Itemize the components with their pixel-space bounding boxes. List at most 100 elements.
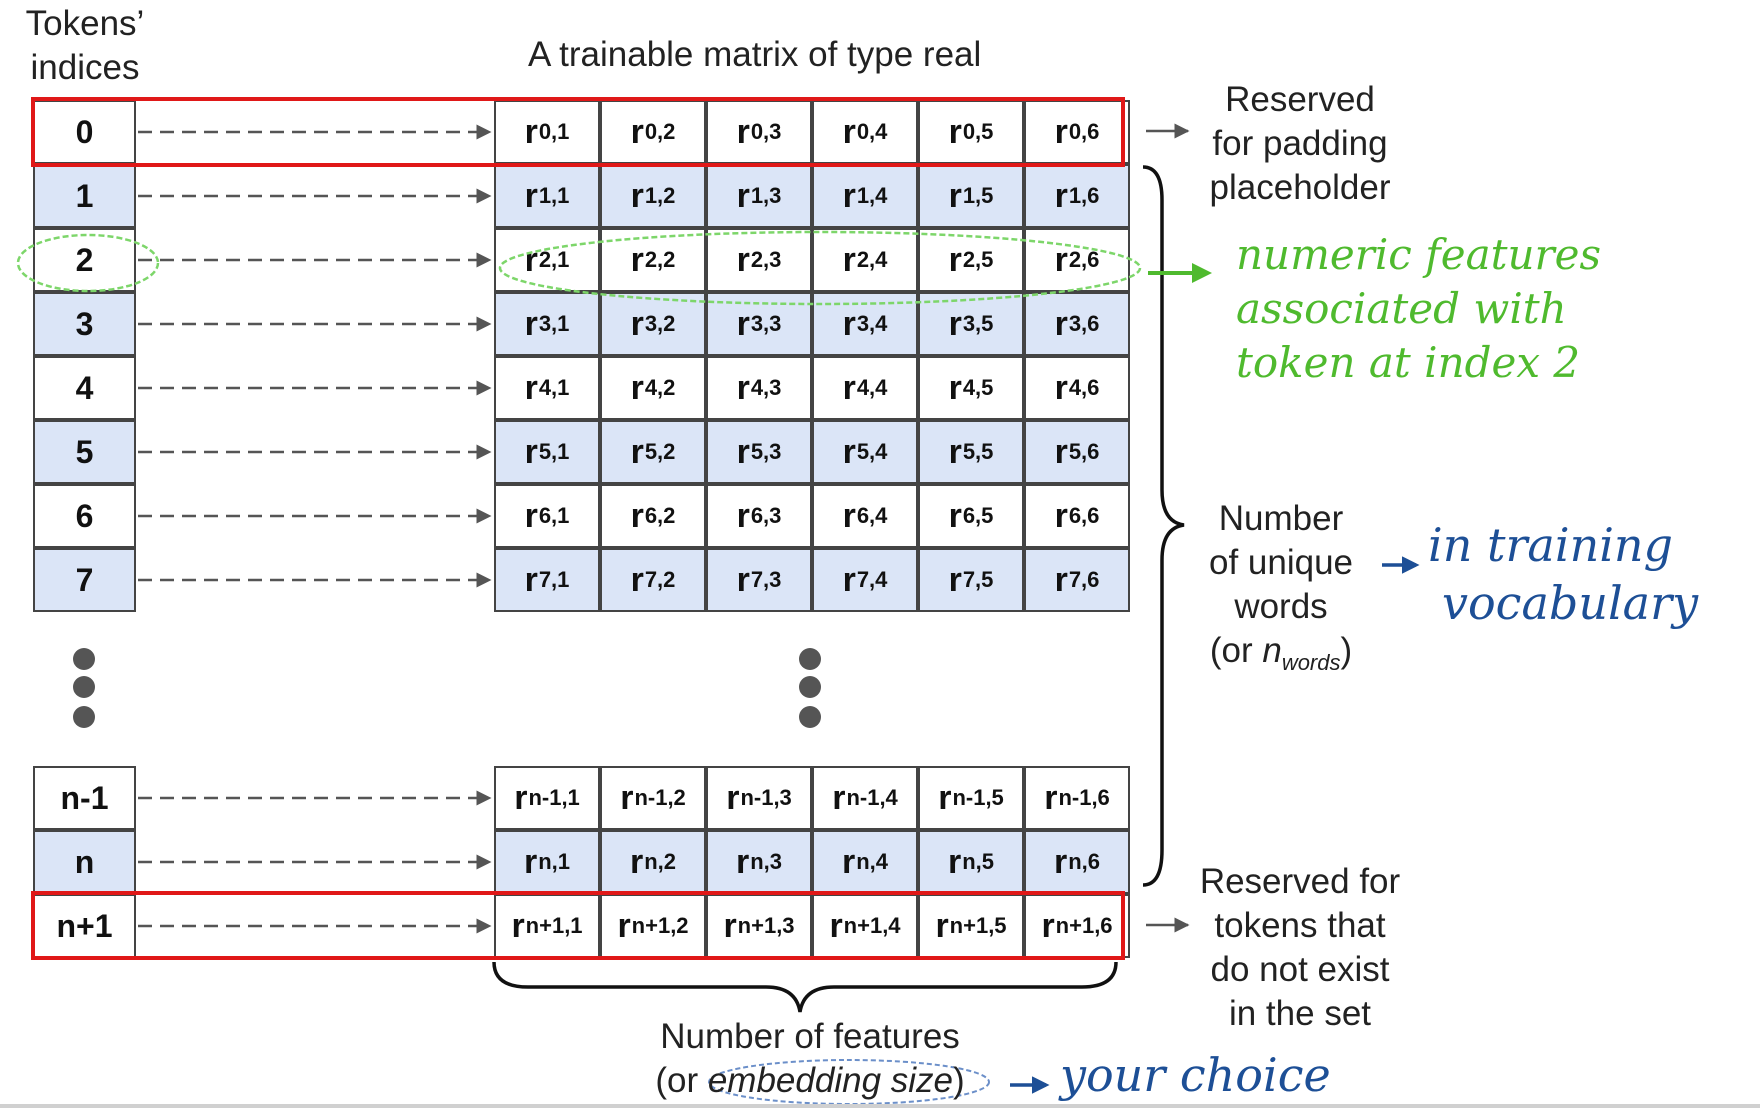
green-note-line-1: numeric features [1236,230,1602,279]
matrix-cell-letter: r [948,176,962,215]
matrix-cell-letter: r [948,112,962,151]
token-index-label: 1 [75,177,94,214]
padding-row-highlight [31,97,1125,167]
matrix-cell-letter: r [948,432,962,471]
matrix-cell-subscript: 1,2 [644,183,676,208]
matrix-cell-subscript: 1,3 [750,183,782,208]
token-index-cell: n-1 [33,766,136,830]
matrix-cell-letter: r [630,112,644,151]
token-index-cell: 1 [33,164,136,228]
token-index-label: 4 [75,369,94,406]
matrix-cell-subscript: n+1,3 [737,913,795,938]
matrix-cell-subscript: n,3 [750,849,783,874]
matrix-cell-letter: r [524,560,538,599]
matrix-cell-letter: r [630,560,644,599]
ellipsis-dot-mid-1 [799,648,821,670]
token-index-cell: n+1 [33,894,136,958]
matrix-cell-letter: r [948,240,962,279]
matrix-cell-subscript: 5,2 [644,439,676,464]
matrix-cell-letter: r [935,906,949,945]
matrix-cell-subscript: 4,5 [962,375,994,400]
matrix-cell-letter: r [948,368,962,407]
matrix-cell-subscript: n-1,1 [528,785,580,810]
matrix-cell-subscript: 7,3 [750,567,782,592]
token-index-cell: 7 [33,548,136,612]
matrix-cell-letter: r [1054,176,1068,215]
matrix-cell-subscript: n+1,4 [843,913,901,938]
matrix-cell-subscript: n,2 [644,849,677,874]
matrix-cell-letter: r [842,496,856,535]
matrix-cell-subscript: 7,5 [962,567,994,592]
matrix-cell-letter: r [1054,496,1068,535]
matrix-cell-letter: r [630,304,644,343]
features-brace [492,961,1118,1013]
matrix-cell-subscript: 3,6 [1068,311,1100,336]
features-line-1: Number of features [660,1017,960,1056]
token-index-label: 3 [75,305,94,342]
matrix-cell-letter: r [842,368,856,407]
token-index-label: 5 [75,433,94,470]
token-index-label: n [74,843,95,880]
matrix-cell-subscript: 4,2 [644,375,676,400]
features-annotation: Number of features (or embedding size) [620,1015,1000,1103]
matrix-cell-subscript: 5,3 [750,439,782,464]
matrix-cell-letter: r [842,112,856,151]
matrix-cell-letter: r [1041,906,1055,945]
token-index-label: 6 [75,497,94,534]
matrix-cell-letter: r [524,304,538,343]
matrix-cell-subscript: n,4 [856,849,889,874]
matrix-cell-letter: r [1053,842,1068,881]
padding-annotation: Reserved for padding placeholder [1200,78,1400,210]
matrix-cell-letter: r [842,176,856,215]
token-index-cell: 6 [33,484,136,548]
oov-line-2: tokens that [1214,906,1386,945]
matrix-cell-letter: r [630,496,644,535]
matrix-cell-subscript: 3,2 [644,311,676,336]
matrix-cell-subscript: 2,1 [538,247,570,272]
matrix-cell-subscript: n+1,6 [1055,913,1113,938]
matrix-cell-letter: r [524,176,538,215]
tokens-indices-header: Tokens’ indices [0,2,170,90]
matrix-cell-letter: r [524,368,538,407]
matrix-cell-letter: r [841,842,856,881]
matrix-cell-letter: r [1054,112,1068,151]
token-index-label: n+1 [56,907,113,944]
padding-line-1: Reserved [1225,80,1375,119]
ellipsis-dot-left-1 [73,648,95,670]
matrix-cell-subscript: 7,2 [644,567,676,592]
matrix-cell-subscript: 3,5 [962,311,994,336]
nwords-prefix: (or [1209,631,1263,670]
matrix-cell-letter: r [726,778,740,817]
matrix-cell-subscript: 6,3 [750,503,782,528]
token-index-label: 7 [75,561,94,598]
matrix-cell-letter: r [948,304,962,343]
padding-line-3: placeholder [1209,168,1391,207]
matrix-cell-letter: r [736,176,750,215]
matrix-cell-letter: r [1044,778,1058,817]
matrix-cell-letter: r [948,496,962,535]
matrix-cell-subscript: 4,3 [750,375,782,400]
matrix-cell-subscript: 5,1 [538,439,570,464]
matrix-cell-subscript: 2,3 [750,247,782,272]
